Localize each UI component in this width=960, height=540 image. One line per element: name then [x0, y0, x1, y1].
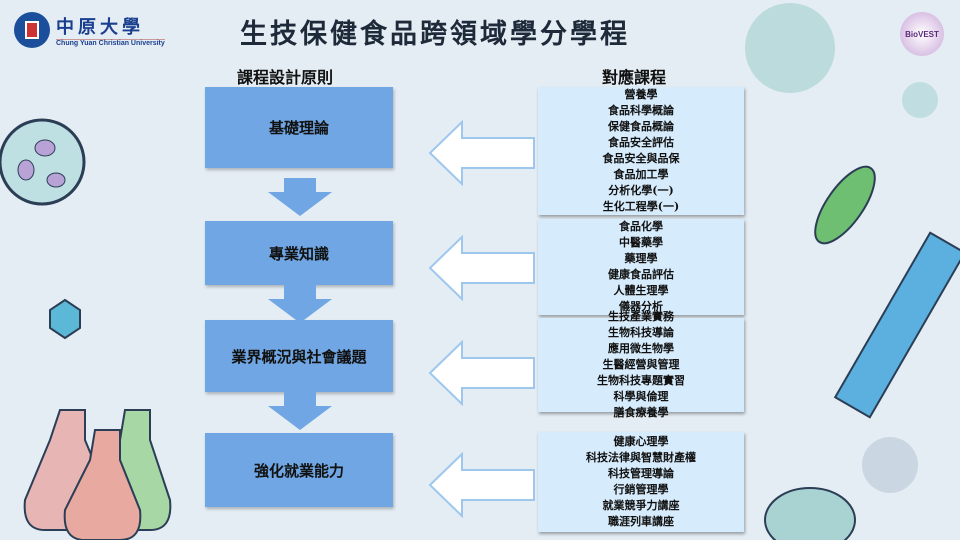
course-item: 食品安全評估	[608, 136, 674, 149]
course-item: 科技法律與智慧財產權	[586, 451, 696, 464]
page-title: 生技保健食品跨領域學分學程	[240, 19, 630, 50]
course-item: 科技管理導論	[608, 467, 674, 480]
stage-box: 強化就業能力	[205, 433, 393, 507]
course-item: 生醫經營與管理	[602, 358, 680, 371]
course-list: 營養學食品科學概論保健食品概論食品安全評估食品安全與品保食品加工學分析化學(一)…	[538, 87, 744, 215]
course-item: 食品化學	[619, 220, 663, 233]
course-item: 食品安全與品保	[602, 152, 680, 165]
column-header-courses: 對應課程	[602, 68, 667, 87]
course-list: 健康心理學科技法律與智慧財產權科技管理導論行銷管理學就業競爭力講座職涯列車講座	[538, 432, 744, 532]
petri-dish-icon	[0, 118, 86, 206]
course-item: 分析化學(一)	[608, 184, 674, 197]
course-item: 科學與倫理	[613, 390, 669, 403]
course-item: 健康心理學	[613, 435, 669, 448]
course-item: 食品科學概論	[608, 104, 674, 117]
course-list: 生技產業實務生物科技導論應用微生物學生醫經營與管理生物科技專題實習科學與倫理膳食…	[538, 310, 744, 419]
molecule-icon	[49, 298, 81, 340]
ruler-icon	[833, 231, 960, 419]
course-item: 生化工程學(一)	[602, 200, 680, 213]
course-item: 膳食療養學	[613, 406, 669, 419]
course-item: 生物科技專題實習	[597, 374, 685, 387]
left-arrow-icon	[428, 340, 535, 406]
university-emblem-icon	[14, 12, 50, 48]
course-item: 職涯列車講座	[608, 515, 674, 528]
left-arrow-icon	[428, 120, 535, 186]
university-logo: 中原大學 Chung Yuan Christian University	[14, 12, 165, 48]
partner-logo: BioVEST	[900, 12, 944, 56]
down-arrow-icon	[268, 392, 332, 430]
university-subtitle: Chung Yuan Christian University	[56, 39, 165, 47]
course-list: 食品化學中醫藥學藥理學健康食品評估人體生理學儀器分析	[538, 219, 744, 315]
course-item: 生技產業實務	[608, 310, 674, 323]
cell-icon	[764, 487, 856, 540]
column-header-principles: 課程設計原則	[237, 68, 334, 87]
course-item: 就業競爭力講座	[602, 499, 680, 512]
course-item: 中醫藥學	[619, 236, 663, 249]
course-item: 保健食品概論	[608, 120, 674, 133]
course-item: 食品加工學	[613, 168, 669, 181]
down-arrow-icon	[268, 178, 332, 216]
course-item: 儀器分析	[619, 300, 663, 313]
stage-box: 基礎理論	[205, 87, 393, 168]
left-arrow-icon	[428, 452, 535, 518]
course-item: 藥理學	[624, 252, 658, 265]
stage-box: 專業知識	[205, 221, 393, 285]
left-arrow-icon	[428, 235, 535, 301]
course-item: 健康食品評估	[608, 268, 674, 281]
course-item: 營養學	[624, 88, 658, 101]
course-item: 生物科技導論	[608, 326, 674, 339]
stage-box: 業界概況與社會議題	[205, 320, 393, 392]
cell-blob-icon	[745, 3, 835, 93]
down-arrow-icon	[268, 285, 332, 323]
dna-icon	[862, 437, 918, 493]
course-item: 行銷管理學	[613, 483, 669, 496]
university-name: 中原大學	[56, 17, 144, 38]
course-item: 人體生理學	[613, 284, 669, 297]
course-item: 應用微生物學	[608, 342, 674, 355]
bacteria-icon	[814, 165, 876, 245]
